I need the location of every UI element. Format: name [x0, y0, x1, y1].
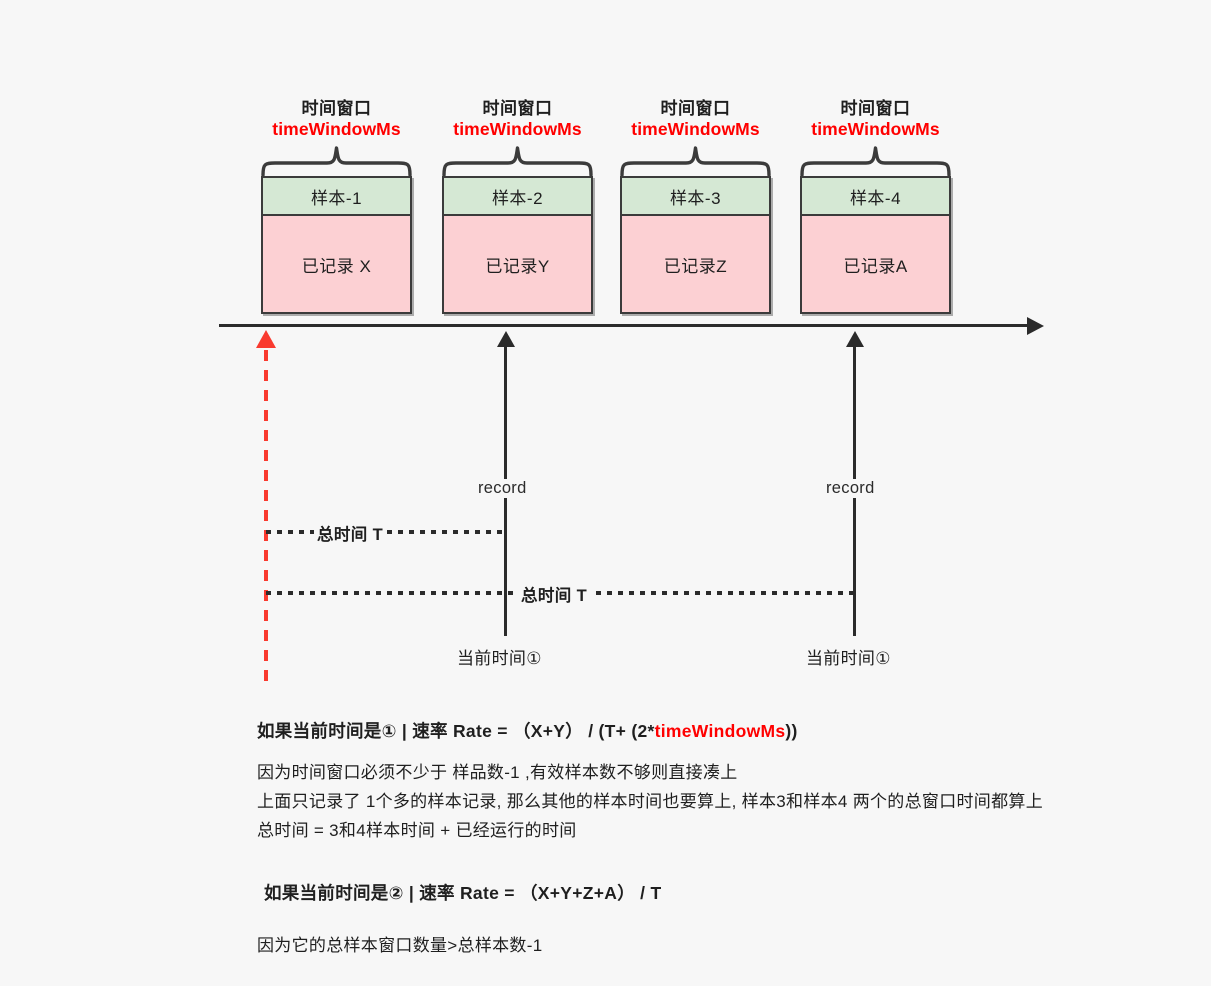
note-case1-line-3: 总时间 = 3和4样本时间 + 已经运行的时间 — [257, 821, 577, 840]
marker-record-label-1: record — [475, 479, 530, 498]
window-label-en-4: timeWindowMs — [811, 119, 940, 139]
window-label-cn-4: 时间窗口 — [840, 99, 911, 118]
note-case1-heading: 如果当前时间是① | 速率 Rate = （X+Y） / (T+ (2*time… — [257, 718, 1187, 743]
window-label-4: 时间窗口 timeWindowMs — [800, 98, 951, 140]
note-case1-line-2: 上面只记录了 1个多的样本记录, 那么其他的样本时间也要算上, 样本3和样本4 … — [257, 792, 1044, 811]
note-case2-body: 因为它的总样本窗口数量>总样本数-1 — [257, 931, 1187, 956]
window-label-1: 时间窗口 timeWindowMs — [261, 98, 412, 140]
sample-box-header-1: 样本-1 — [263, 178, 410, 216]
window-label-2: 时间窗口 timeWindowMs — [442, 98, 593, 140]
marker-time-label-2: 当前时间① — [806, 649, 891, 668]
notes-block: 如果当前时间是① | 速率 Rate = （X+Y） / (T+ (2*time… — [257, 718, 1187, 956]
sample-box-1: 样本-1 已记录 X — [261, 176, 412, 314]
window-label-cn-1: 时间窗口 — [301, 99, 372, 118]
sample-box-header-4: 样本-4 — [802, 178, 949, 216]
sample-box-header-2: 样本-2 — [444, 178, 591, 216]
marker-time-label-1: 当前时间① — [457, 649, 542, 668]
note-case1-line-1: 因为时间窗口必须不少于 样品数-1 ,有效样本数不够则直接凑上 — [257, 763, 738, 782]
sample-box-4: 样本-4 已记录A — [800, 176, 951, 314]
sample-box-header-3: 样本-3 — [622, 178, 769, 216]
start-marker-arrowhead-icon — [256, 330, 276, 348]
note-case1-heading-prefix: 如果当前时间是① | 速率 Rate = （X+Y） / (T+ (2* — [257, 721, 655, 741]
start-marker-dashed-line — [264, 350, 268, 682]
brace-2 — [442, 146, 593, 176]
sample-box-body-4: 已记录A — [843, 256, 908, 276]
marker-record-label-2: record — [823, 479, 878, 498]
window-label-3: 时间窗口 timeWindowMs — [620, 98, 771, 140]
window-label-en-2: timeWindowMs — [453, 119, 582, 139]
window-label-en-1: timeWindowMs — [272, 119, 401, 139]
span-label-1: 总时间 T — [314, 521, 387, 545]
note-case1-heading-red: timeWindowMs — [654, 721, 786, 741]
note-case1-heading-suffix: )) — [785, 721, 798, 741]
note-case2-line-1: 因为它的总样本窗口数量>总样本数-1 — [257, 936, 543, 955]
window-label-cn-2: 时间窗口 — [482, 99, 553, 118]
sample-box-3: 样本-3 已记录Z — [620, 176, 771, 314]
marker-arrowhead-icon-1 — [497, 331, 515, 347]
sample-box-body-3: 已记录Z — [663, 256, 728, 276]
brace-4 — [800, 146, 951, 176]
window-label-en-3: timeWindowMs — [631, 119, 760, 139]
note-case1-body: 因为时间窗口必须不少于 样品数-1 ,有效样本数不够则直接凑上 上面只记录了 1… — [257, 758, 1187, 845]
timeline-axis — [219, 324, 1029, 327]
sample-box-body-2: 已记录Y — [485, 256, 550, 276]
brace-1 — [261, 146, 412, 176]
sample-box-2: 样本-2 已记录Y — [442, 176, 593, 314]
note-case2-heading: 如果当前时间是② | 速率 Rate = （X+Y+Z+A） / T — [264, 883, 662, 903]
window-label-cn-3: 时间窗口 — [660, 99, 731, 118]
span-label-2: 总时间 T — [518, 582, 591, 606]
sample-box-body-1: 已记录 X — [301, 256, 372, 276]
brace-3 — [620, 146, 771, 176]
timeline-axis-arrowhead — [1027, 317, 1044, 335]
marker-arrowhead-icon-2 — [846, 331, 864, 347]
